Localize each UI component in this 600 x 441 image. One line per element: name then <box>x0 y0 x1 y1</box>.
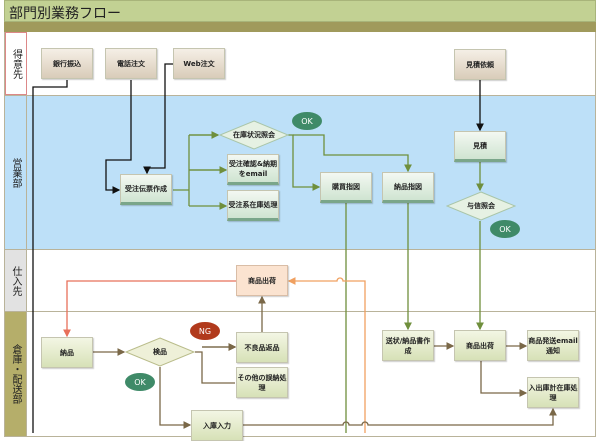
node-quote[interactable]: 見積 <box>454 131 506 162</box>
badge-ok: OK <box>292 112 322 130</box>
node-supplier-ship[interactable]: 商品出荷 <box>236 265 288 296</box>
badge-ok: OK <box>490 220 520 238</box>
line-phone <box>105 80 132 194</box>
node-invoice[interactable]: 送状/納品書作成 <box>382 330 434 361</box>
node-label: 在庫状況照会 <box>233 131 275 139</box>
badge-ng: NG <box>190 322 220 340</box>
lane-customer: 得意先 <box>4 32 596 96</box>
node-inspect[interactable]: 検品 <box>125 337 195 367</box>
node-web-order[interactable]: Web注文 <box>173 48 225 79</box>
page-title: 部門別業務フロー <box>4 0 596 22</box>
line-bank <box>32 80 68 433</box>
title-strip <box>4 22 596 32</box>
node-purchase[interactable]: 購買指図 <box>320 172 372 203</box>
node-bank-transfer[interactable]: 銀行振込 <box>41 48 93 79</box>
node-quote-request[interactable]: 見積依頼 <box>454 49 506 80</box>
node-stock-check[interactable]: 在庫状況照会 <box>219 120 289 150</box>
node-stock-in[interactable]: 入庫入力 <box>191 410 243 441</box>
node-receive[interactable]: 納品 <box>41 337 93 368</box>
node-phone-order[interactable]: 電話注文 <box>105 48 157 79</box>
lane-label-warehouse: 倉庫・配送部 <box>5 312 27 436</box>
node-other-misdelivery[interactable]: その他の誤納処理 <box>236 367 288 398</box>
node-order-slip[interactable]: 受注伝票作成 <box>120 174 172 205</box>
lane-label-sales: 営業部 <box>5 96 27 249</box>
lane-label-supplier: 仕入先 <box>5 250 27 311</box>
node-order-confirm[interactable]: 受注確認&納期をemail <box>227 154 279 185</box>
node-defect-return[interactable]: 不良品返品 <box>236 332 288 363</box>
node-credit-check[interactable]: 与信照会 <box>446 191 516 221</box>
lane-label-customer: 得意先 <box>5 32 27 95</box>
node-label: 与信照会 <box>467 202 495 210</box>
node-order-stock[interactable]: 受注系在庫処理 <box>227 190 279 221</box>
badge-ok: OK <box>125 373 155 391</box>
node-inout-stock[interactable]: 入出庫計在庫処理 <box>527 377 579 408</box>
node-label: 検品 <box>153 348 167 356</box>
line-web <box>143 63 173 175</box>
node-ship-email[interactable]: 商品発送email通知 <box>527 330 579 361</box>
node-delivery-instruction[interactable]: 納品指図 <box>382 172 434 203</box>
node-ship[interactable]: 商品出荷 <box>454 330 506 361</box>
